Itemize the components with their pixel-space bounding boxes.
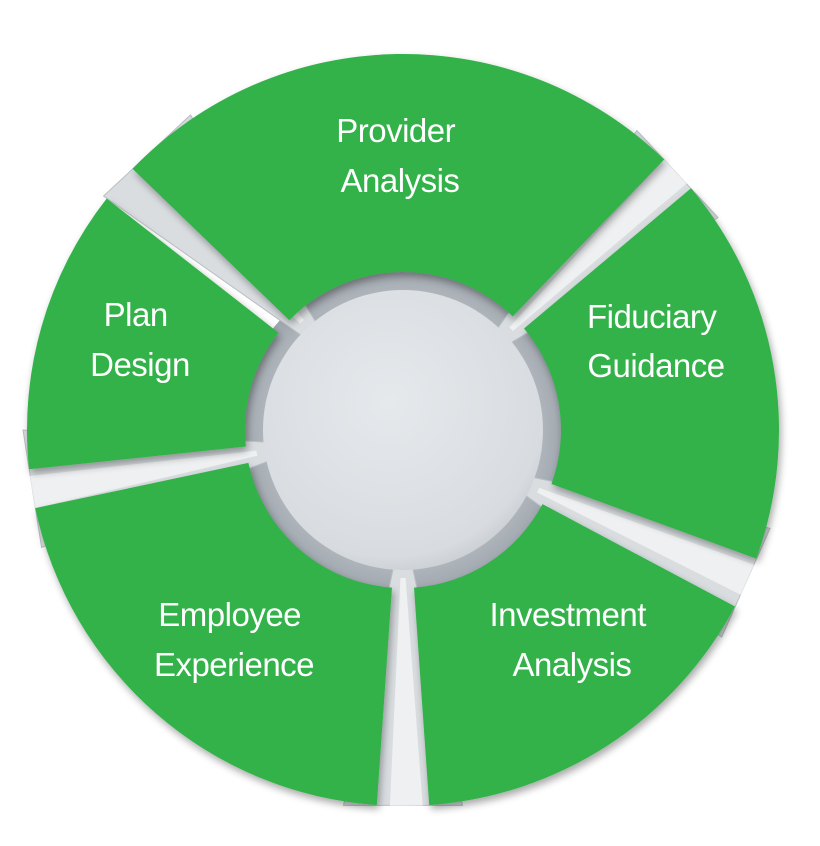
connector-provider-fiduciary-highlight (509, 159, 687, 331)
connector-fiduciary-investment-highlight (537, 487, 755, 595)
segment-label-plan-design: Plan Design (90, 296, 190, 383)
connector-employee-plan-highlight (29, 450, 258, 509)
segment-label-provider-analysis: Provider Analysis (336, 112, 464, 199)
segment-plan-design (27, 198, 279, 470)
center-hub (263, 290, 543, 570)
connector-investment-employee-highlight (389, 577, 423, 806)
segment-label-employee-experience: Employee Experience (154, 596, 314, 683)
segment-fiduciary-guidance (524, 188, 779, 559)
segment-investment-analysis (414, 504, 735, 806)
label-group: Provider Analysis Fiduciary Guidance Inv… (90, 112, 725, 683)
segment-provider-analysis (132, 54, 665, 321)
segment-label-investment-analysis: Investment Analysis (489, 596, 654, 683)
segment-group (27, 54, 779, 806)
segment-employee-experience (35, 462, 392, 806)
segment-label-fiduciary-guidance: Fiduciary Guidance (587, 298, 725, 384)
